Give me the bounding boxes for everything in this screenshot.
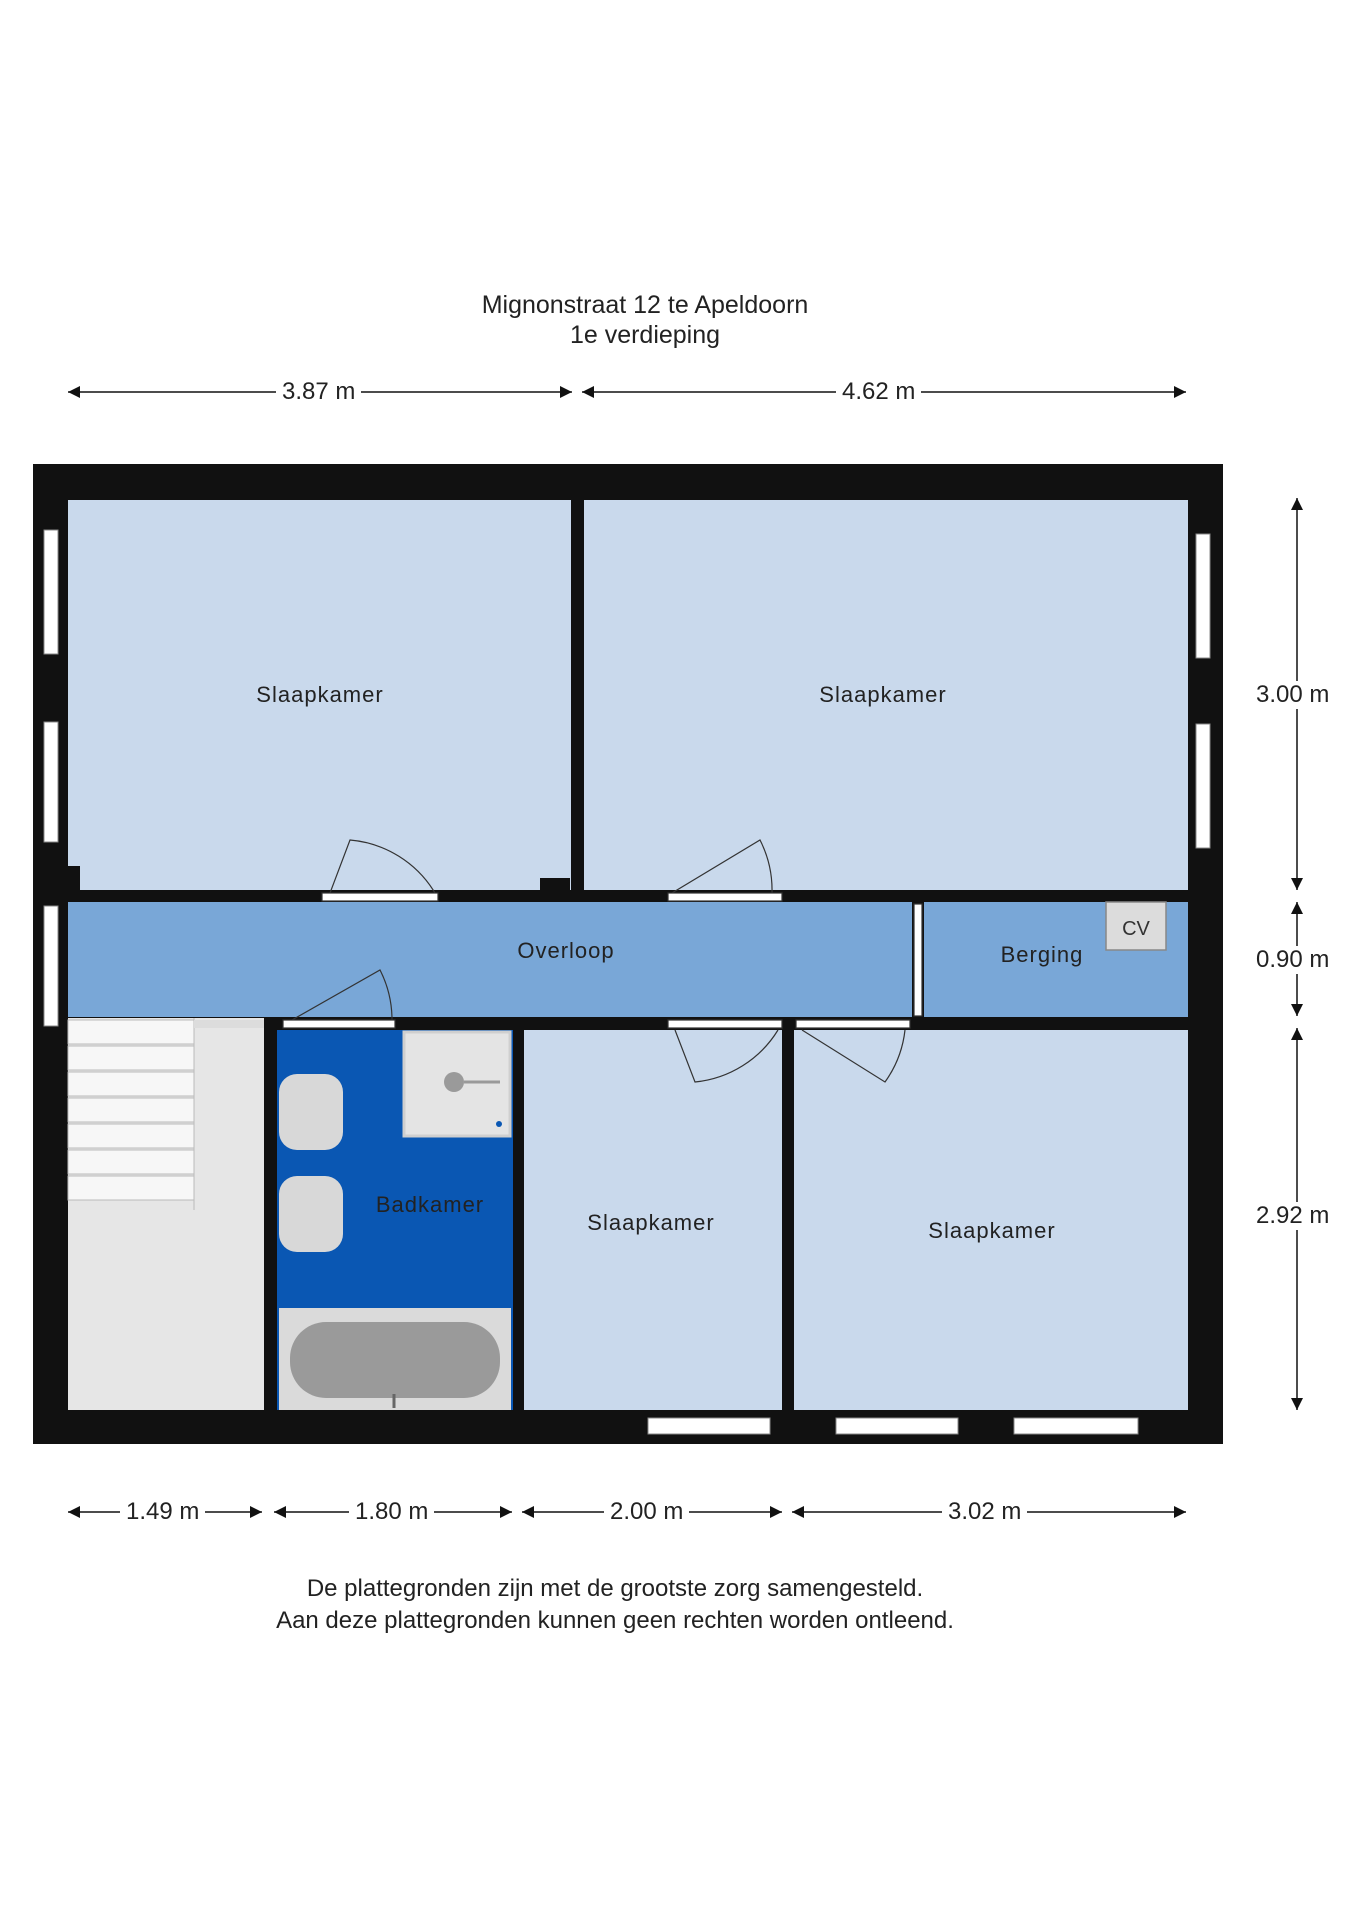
label-bedroom-bottom-mid: Slaapkamer [587, 1210, 714, 1235]
label-bathroom: Badkamer [376, 1192, 484, 1217]
shower-drain-icon [444, 1072, 464, 1092]
dim-bottom-3: 2.00 m [604, 1498, 690, 1526]
windows-left [43, 529, 59, 1027]
stairs [67, 1018, 195, 1210]
dim-right-1: 3.00 m [1250, 681, 1336, 709]
label-bedroom-top-right: Slaapkamer [819, 682, 946, 707]
dim-right-2: 0.90 m [1250, 946, 1336, 974]
wall-stub-right [540, 878, 570, 890]
bathtub-icon [290, 1322, 500, 1398]
door-swings [291, 839, 906, 1083]
windows-right [1195, 533, 1211, 849]
label-bedroom-bottom-right: Slaapkamer [928, 1218, 1055, 1243]
dim-bottom-2: 1.80 m [349, 1498, 435, 1526]
plan-address: Mignonstraat 12 te Apeldoorn [481, 291, 809, 319]
toilet-icon [279, 1074, 343, 1150]
room-bedroom-top-right [584, 500, 1188, 890]
stair-rail [194, 1020, 264, 1028]
room-landing [68, 902, 912, 1017]
boiler-label: CV [1122, 918, 1150, 940]
room-bedroom-top-left [68, 500, 571, 890]
sink-icon [279, 1176, 343, 1252]
disclaimer-line-2: Aan deze plattegronden kunnen geen recht… [276, 1607, 954, 1634]
label-storage: Berging [1001, 942, 1084, 967]
disclaimer-line-1: De plattegronden zijn met de grootste zo… [306, 1575, 924, 1602]
room-bedroom-bottom-mid [524, 1030, 782, 1410]
boiler-icon [1105, 901, 1167, 951]
label-bedroom-top-left: Slaapkamer [256, 682, 383, 707]
wall-stub-left [68, 866, 80, 890]
room-bedroom-bottom-right [794, 1030, 1188, 1410]
windows-bottom [647, 1417, 1139, 1435]
dim-bottom-1: 1.49 m [120, 1498, 206, 1526]
doors [282, 892, 923, 1029]
plan-floor: 1e verdieping [569, 321, 721, 349]
shower-dot-icon [496, 1121, 502, 1127]
dim-top-1: 3.87 m [276, 378, 362, 406]
dim-top-2: 4.62 m [836, 378, 922, 406]
dim-right-3: 2.92 m [1250, 1202, 1336, 1230]
label-landing: Overloop [517, 938, 614, 963]
dim-bottom-4: 3.02 m [942, 1498, 1028, 1526]
